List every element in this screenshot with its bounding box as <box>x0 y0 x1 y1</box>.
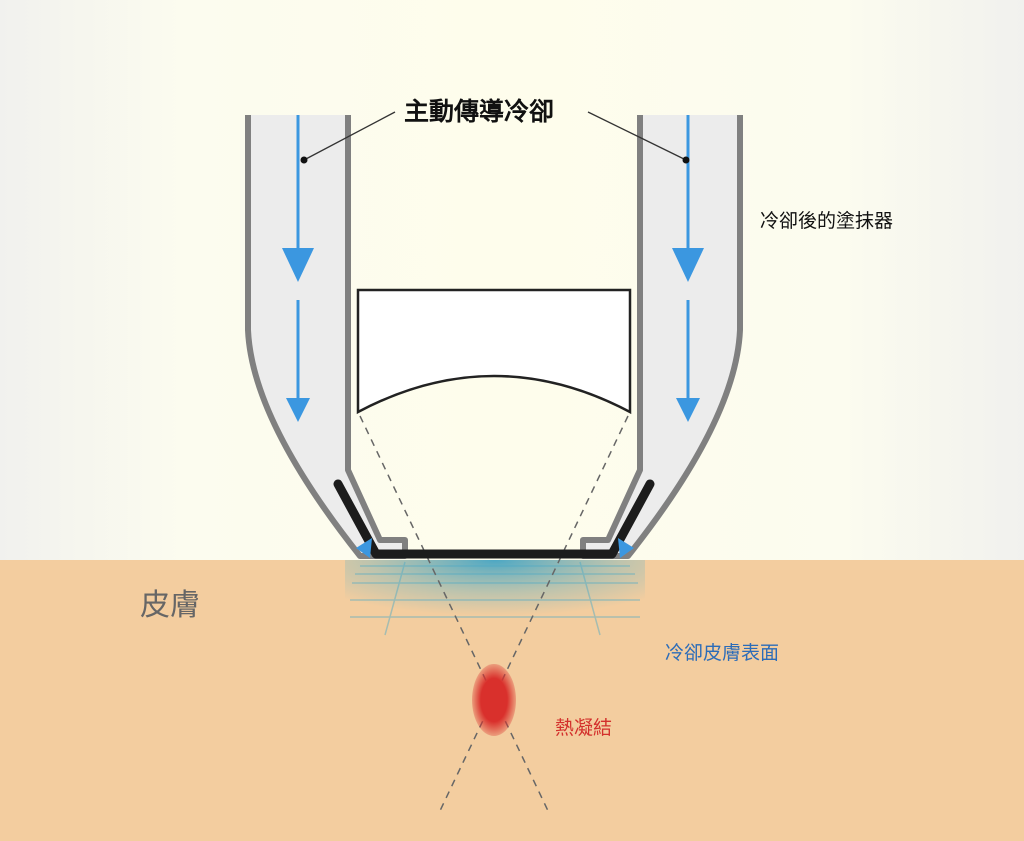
beam-line-left <box>359 415 551 816</box>
skin-label: 皮膚 <box>140 588 200 623</box>
left-flow-arrows <box>282 115 372 558</box>
cooled-skin-surface-label: 冷卻皮膚表面 <box>665 642 780 664</box>
beam-line-right <box>437 415 629 816</box>
arrow-down-icon <box>356 538 372 558</box>
cooled-applicator-label: 冷卻後的塗抹器 <box>760 210 894 232</box>
lens <box>356 288 632 415</box>
cooled-skin-zone <box>345 560 645 640</box>
arrow-down-icon <box>282 248 314 282</box>
arrow-down-icon <box>286 398 310 422</box>
callout-leaders <box>300 111 690 164</box>
contact-plate <box>333 479 655 559</box>
thermal-coagulation-spot <box>472 664 516 736</box>
arrow-down-icon <box>618 538 634 558</box>
arrow-down-icon <box>676 398 700 422</box>
background <box>0 0 1024 562</box>
thermal-coagulation-label: 熱凝結 <box>555 717 613 739</box>
right-flow-arrows <box>618 115 704 558</box>
active-cooling-label: 主動傳導冷卻 <box>404 97 555 126</box>
arrow-down-icon <box>672 248 704 282</box>
